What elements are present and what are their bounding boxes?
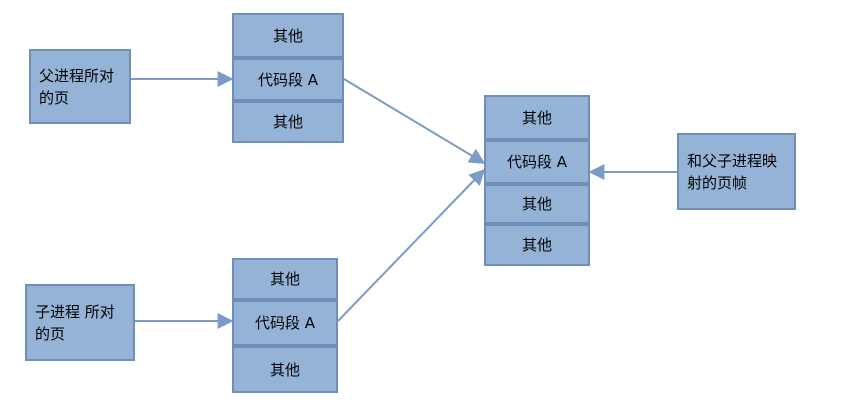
arrow-child-code-to-frame bbox=[337, 168, 486, 322]
parent-process-pages-label: 父进程所对的页 bbox=[39, 66, 115, 107]
parent-process-pages-box: 父进程所对的页 bbox=[29, 49, 131, 124]
child-block-cell: 代码段 A bbox=[254, 314, 316, 332]
child-block-cell: 其他 bbox=[269, 270, 300, 288]
physical-block-cell: 其他 bbox=[521, 236, 552, 254]
parent-block-row: 代码段 A bbox=[232, 58, 344, 101]
physical-block-cell: 代码段 A bbox=[506, 153, 568, 171]
parent-block-cell: 其他 bbox=[272, 113, 303, 131]
child-block-cell: 其他 bbox=[269, 360, 300, 379]
parent-block-row: 其他 bbox=[232, 13, 344, 58]
child-block-row: 其他 bbox=[232, 258, 338, 300]
shared-page-frames-label: 和父子进程映射的页帧 bbox=[687, 151, 778, 192]
physical-block-row: 其他 bbox=[484, 224, 590, 266]
physical-block-cell: 其他 bbox=[521, 108, 552, 127]
parent-block-cell: 代码段 A bbox=[257, 70, 319, 89]
physical-block-cell: 其他 bbox=[521, 195, 552, 213]
child-block-row: 代码段 A bbox=[232, 300, 338, 346]
physical-block-row: 其他 bbox=[484, 184, 590, 224]
arrow-parent-code-to-frame bbox=[343, 78, 486, 164]
child-process-pages-label: 子进程 所对的页 bbox=[35, 302, 115, 343]
shared-page-frames-box: 和父子进程映射的页帧 bbox=[677, 133, 796, 210]
parent-block-cell: 其他 bbox=[272, 26, 303, 45]
child-block-row: 其他 bbox=[232, 346, 338, 393]
child-process-pages-box: 子进程 所对的页 bbox=[25, 284, 135, 361]
parent-block-row: 其他 bbox=[232, 101, 344, 143]
physical-block-row: 其他 bbox=[484, 95, 590, 140]
physical-block-row: 代码段 A bbox=[484, 140, 590, 184]
